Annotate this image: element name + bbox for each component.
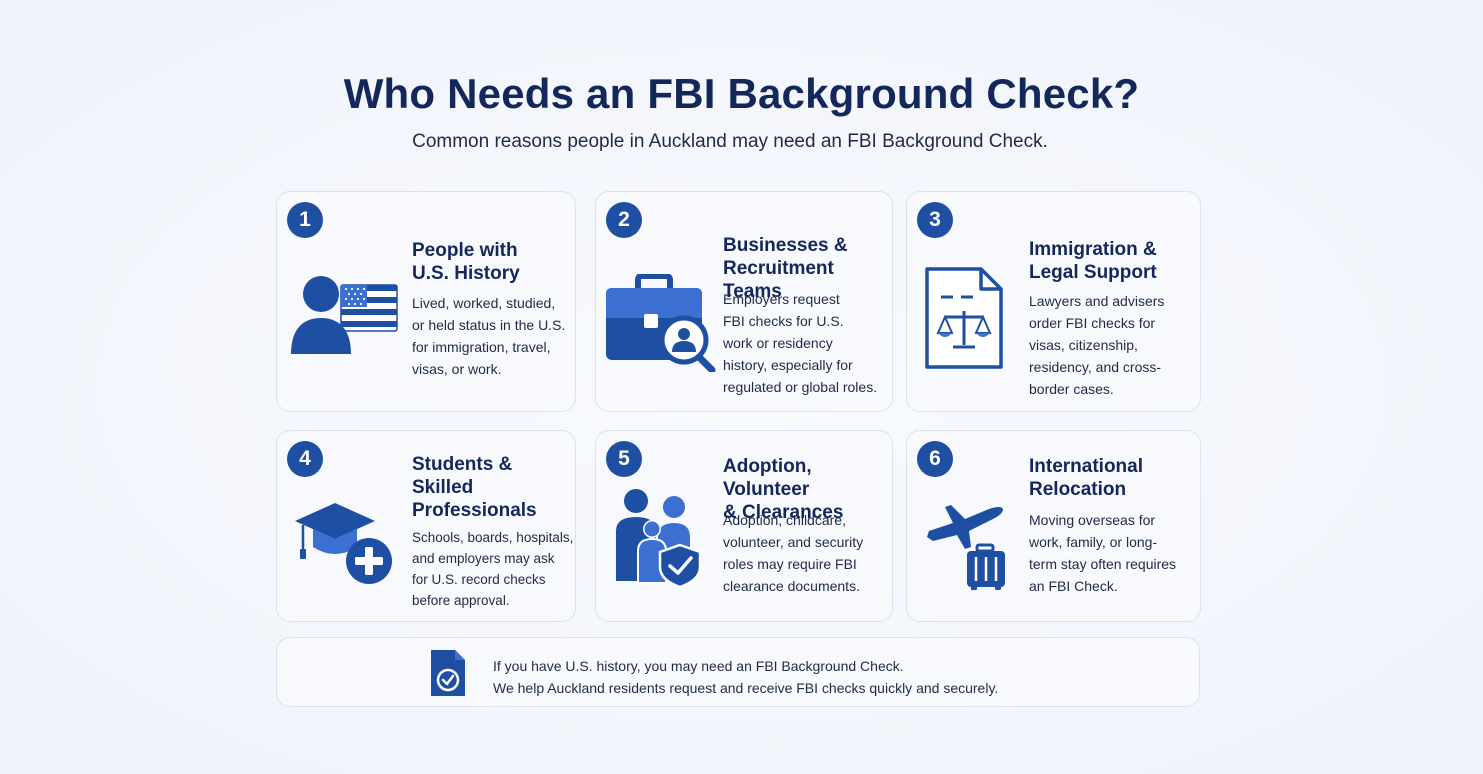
footer-line-1: If you have U.S. history, you may need a… — [493, 658, 904, 674]
airplane-suitcase-icon — [927, 505, 1005, 590]
card-description: Lawyers and advisers order FBI checks fo… — [1029, 293, 1165, 397]
card-description: Adoption, childcare, volunteer, and secu… — [723, 512, 864, 594]
legal-document-scales-icon — [925, 267, 1003, 369]
card-number-badge: 1 — [287, 202, 323, 238]
card-students-professionals: 4 Students & Skilled Professionals Schoo… — [276, 430, 576, 622]
card-number-badge: 2 — [606, 202, 642, 238]
briefcase-magnifier-icon — [606, 274, 716, 372]
document-check-icon — [431, 650, 465, 696]
card-immigration-legal: 3 Immigration & Legal Support Lawyers an… — [906, 191, 1201, 412]
card-description: Moving overseas for work, family, or lon… — [1029, 512, 1177, 594]
card-description: Lived, worked, studied, or held status i… — [412, 295, 566, 377]
card-us-history: 1 People with U.S. History Lived, worked… — [276, 191, 576, 412]
footer-banner: If you have U.S. history, you may need a… — [276, 637, 1200, 707]
card-number-badge: 5 — [606, 441, 642, 477]
card-title: Adoption, Volunteer & Clearances — [723, 456, 844, 523]
graduation-cap-medical-icon — [295, 503, 392, 584]
card-number-badge: 6 — [917, 441, 953, 477]
family-shield-icon — [616, 489, 702, 589]
card-title: International Relocation — [1029, 456, 1144, 500]
card-businesses-recruitment: 2 Businesses & Recruitment Teams Employe… — [595, 191, 893, 412]
footer-line-2: We help Auckland residents request and r… — [493, 680, 999, 696]
card-description: Employers request FBI checks for U.S. wo… — [723, 291, 878, 395]
card-number-badge: 4 — [287, 441, 323, 477]
card-description: Schools, boards, hospitals, and employer… — [412, 530, 574, 608]
footer-text: If you have U.S. history, you may need a… — [493, 655, 998, 699]
page-title: Who Needs an FBI Background Check? — [343, 70, 1140, 117]
card-title: People with U.S. History — [412, 240, 520, 284]
card-international-relocation: 6 International Relocation Moving overse… — [906, 430, 1201, 622]
card-title: Businesses & Recruitment Teams — [723, 235, 848, 302]
person-with-us-flag-icon — [291, 276, 398, 354]
card-adoption-volunteer: 5 Adoption, Volunteer & Clearances Adopt… — [595, 430, 893, 622]
card-number-badge: 3 — [917, 202, 953, 238]
card-title: Immigration & Legal Support — [1029, 239, 1157, 283]
page-subtitle: Common reasons people in Auckland may ne… — [412, 131, 1048, 152]
card-title: Students & Skilled Professionals — [412, 454, 537, 521]
